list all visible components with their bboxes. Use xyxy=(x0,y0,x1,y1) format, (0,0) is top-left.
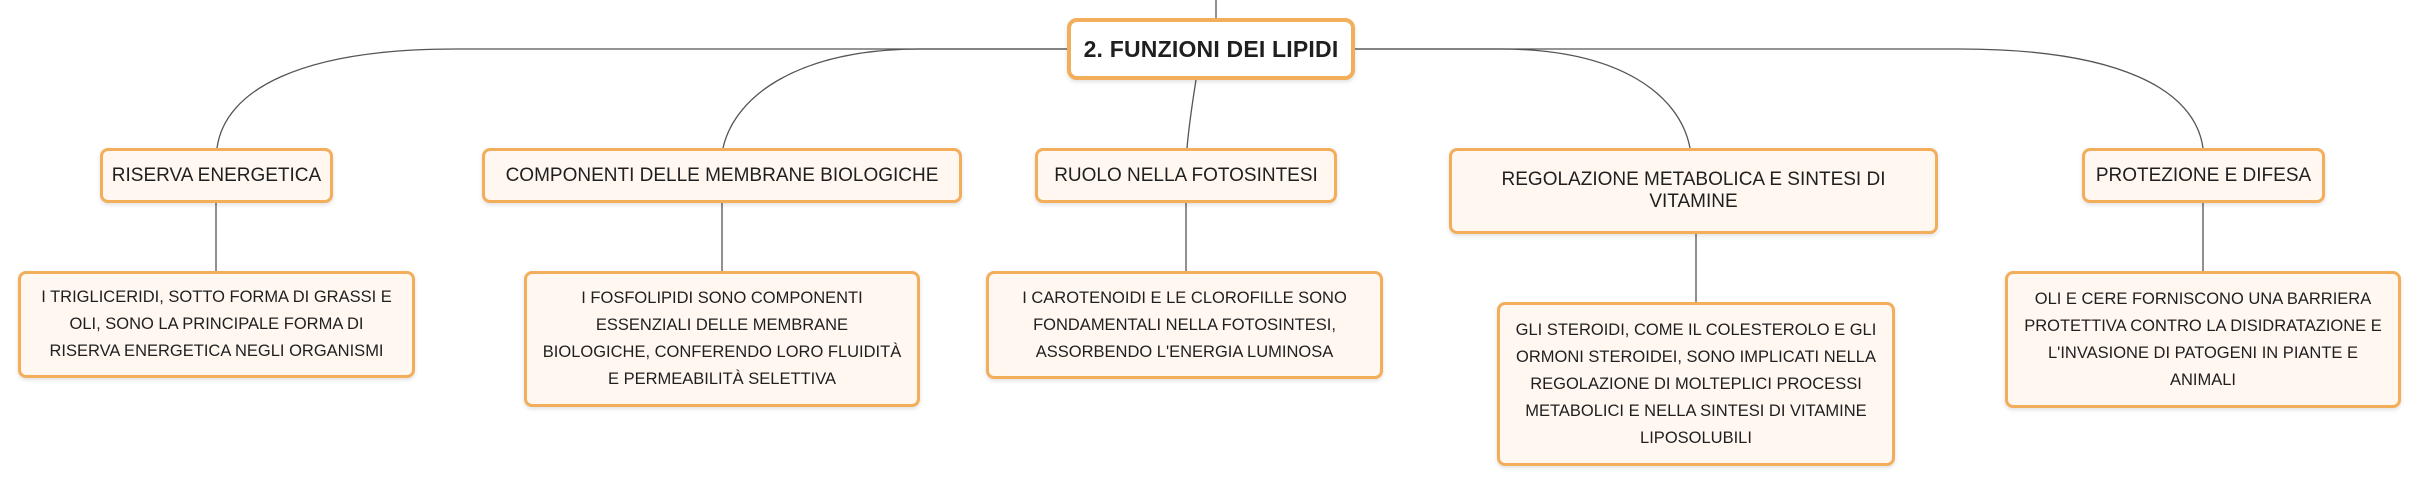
topic-node-protezione-difesa[interactable]: PROTEZIONE E DIFESA xyxy=(2082,148,2325,203)
detail-text: GLI STEROIDI, COME IL COLESTEROLO E GLI … xyxy=(1515,320,1877,447)
detail-node-componenti-membrane[interactable]: I FOSFOLIPIDI SONO COMPONENTI ESSENZIALI… xyxy=(524,271,920,407)
topic-label: PROTEZIONE E DIFESA xyxy=(2095,164,2312,186)
topic-node-ruolo-fotosintesi[interactable]: RUOLO NELLA FOTOSINTESI xyxy=(1035,148,1337,203)
detail-text: OLI E CERE FORNISCONO UNA BARRIERA PROTE… xyxy=(2024,289,2382,389)
topic-node-riserva-energetica[interactable]: RISERVA ENERGETICA xyxy=(100,148,333,203)
topic-label: RISERVA ENERGETICA xyxy=(111,164,322,186)
root-label: 2. FUNZIONI DEI LIPIDI xyxy=(1083,35,1339,62)
detail-text: I FOSFOLIPIDI SONO COMPONENTI ESSENZIALI… xyxy=(542,289,902,388)
detail-text: I TRIGLICERIDI, SOTTO FORMA DI GRASSI E … xyxy=(41,288,392,360)
connector-root-to-topic-5 xyxy=(1354,48,2204,149)
detail-node-protezione-difesa[interactable]: OLI E CERE FORNISCONO UNA BARRIERA PROTE… xyxy=(2005,271,2401,408)
connector-root-to-topic-1 xyxy=(216,48,1068,149)
detail-text: I CAROTENOIDI E LE CLOROFILLE SONO FONDA… xyxy=(1022,288,1347,361)
topic-node-componenti-membrane[interactable]: COMPONENTI DELLE MEMBRANE BIOLOGICHE xyxy=(482,148,962,203)
root-node[interactable]: 2. FUNZIONI DEI LIPIDI xyxy=(1067,18,1355,80)
connector-root-to-topic-2 xyxy=(722,48,1068,149)
topic-label: RUOLO NELLA FOTOSINTESI xyxy=(1054,164,1318,186)
detail-node-riserva-energetica[interactable]: I TRIGLICERIDI, SOTTO FORMA DI GRASSI E … xyxy=(18,271,415,378)
detail-node-regolazione-metabolica[interactable]: GLI STEROIDI, COME IL COLESTEROLO E GLI … xyxy=(1497,302,1895,466)
detail-node-ruolo-fotosintesi[interactable]: I CAROTENOIDI E LE CLOROFILLE SONO FONDA… xyxy=(986,271,1383,379)
topic-label: COMPONENTI DELLE MEMBRANE BIOLOGICHE xyxy=(505,164,939,186)
topic-node-regolazione-metabolica[interactable]: REGOLAZIONE METABOLICA E SINTESI DI VITA… xyxy=(1449,148,1938,234)
connector-root-to-topic-4 xyxy=(1354,48,1691,149)
connector-root-to-topic-3 xyxy=(1186,79,1197,149)
topic-label: REGOLAZIONE METABOLICA E SINTESI DI VITA… xyxy=(1501,169,1886,212)
